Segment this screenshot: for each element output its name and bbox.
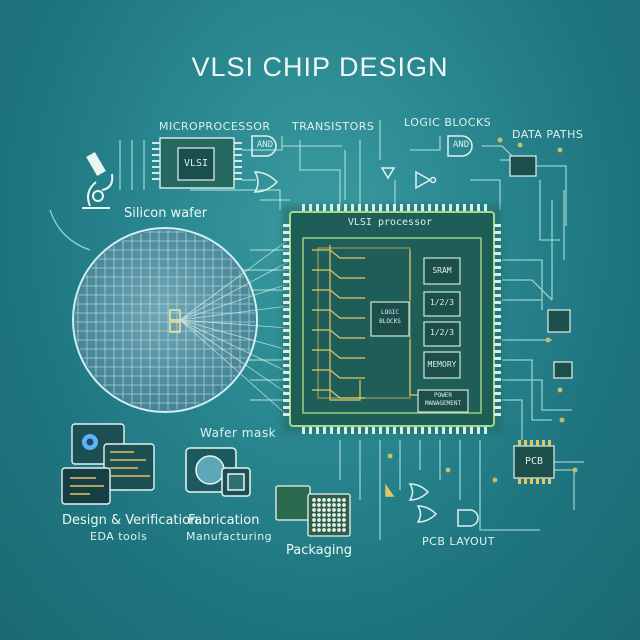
wafer-mask-label: Wafer mask <box>200 426 277 440</box>
trace-27 <box>554 469 575 510</box>
trace-23 <box>502 359 552 421</box>
via-7 <box>492 477 498 483</box>
circuit-traces <box>49 120 584 540</box>
trace-12 <box>482 145 513 157</box>
processor-title: VLSI processor <box>347 217 433 228</box>
projection-lines <box>179 239 289 417</box>
small-chips <box>509 155 573 479</box>
gear-icon <box>82 434 98 450</box>
chip-package-icon <box>275 485 351 537</box>
trace-24 <box>502 379 572 411</box>
pcb-chip-icon <box>518 440 551 484</box>
logic-blocks-line1: LOGIC <box>380 309 400 316</box>
block-a: 1/2/3 <box>429 298 455 307</box>
memory-block: MEMORY <box>427 360 457 369</box>
trace-43 <box>190 189 281 210</box>
trace-15 <box>536 165 567 226</box>
microprocessor-chip <box>152 137 242 189</box>
code-lines <box>70 451 150 495</box>
trace-11 <box>410 136 441 151</box>
power-line2: MANAGEMENT <box>424 400 462 407</box>
via-1 <box>517 142 523 148</box>
design-verification-label: Design & Verification <box>62 513 199 528</box>
microscope-icon <box>82 151 114 209</box>
and-gate-text-2: AND <box>452 140 470 150</box>
logic-gates <box>251 135 479 527</box>
transistors-label: TRANSISTORS <box>292 120 375 133</box>
eda-windows-icon <box>61 423 155 505</box>
and-gate-text-1: AND <box>256 140 274 150</box>
trace-3 <box>242 136 283 151</box>
trace-19 <box>502 259 543 310</box>
via-5 <box>559 417 565 423</box>
via-2 <box>557 147 563 153</box>
trace-16 <box>539 180 560 241</box>
via-8 <box>445 467 451 473</box>
packaging-label: Packaging <box>286 543 352 558</box>
trace-25 <box>502 399 523 440</box>
vlsi-chip-text: VLSI <box>183 158 209 169</box>
pcb-layout-label: PCB LAYOUT <box>422 535 495 548</box>
trace-33 <box>479 440 540 531</box>
power-line1: POWER <box>433 392 453 399</box>
trace-20 <box>502 279 553 301</box>
trace-13 <box>470 179 501 210</box>
logic-blocks-line2: BLOCKS <box>379 318 401 325</box>
via-9 <box>387 453 393 459</box>
pcb-chip-text: PCB <box>524 456 544 467</box>
via-3 <box>545 337 551 343</box>
trace-5 <box>299 140 341 210</box>
logic-blocks-label: LOGIC BLOCKS <box>404 116 492 129</box>
manufacturing-label: Manufacturing <box>186 530 273 543</box>
via-0 <box>497 137 503 143</box>
fabrication-label: Fabrication <box>188 513 260 528</box>
data-paths-label: DATA PATHS <box>512 128 584 141</box>
vlsi-processor-chip <box>282 204 502 434</box>
wafer-mask-icon <box>185 447 251 497</box>
via-6 <box>572 467 578 473</box>
silicon-wafer <box>72 227 258 413</box>
sram-block: SRAM <box>432 266 452 275</box>
block-b: 1/2/3 <box>429 328 455 337</box>
via-4 <box>557 387 563 393</box>
trace-42 <box>49 209 91 251</box>
eda-tools-label: EDA tools <box>90 530 148 543</box>
microprocessor-label: MICROPROCESSOR <box>159 120 271 133</box>
page-title: VLSI CHIP DESIGN <box>191 52 449 82</box>
silicon-wafer-label: Silicon wafer <box>124 206 208 221</box>
